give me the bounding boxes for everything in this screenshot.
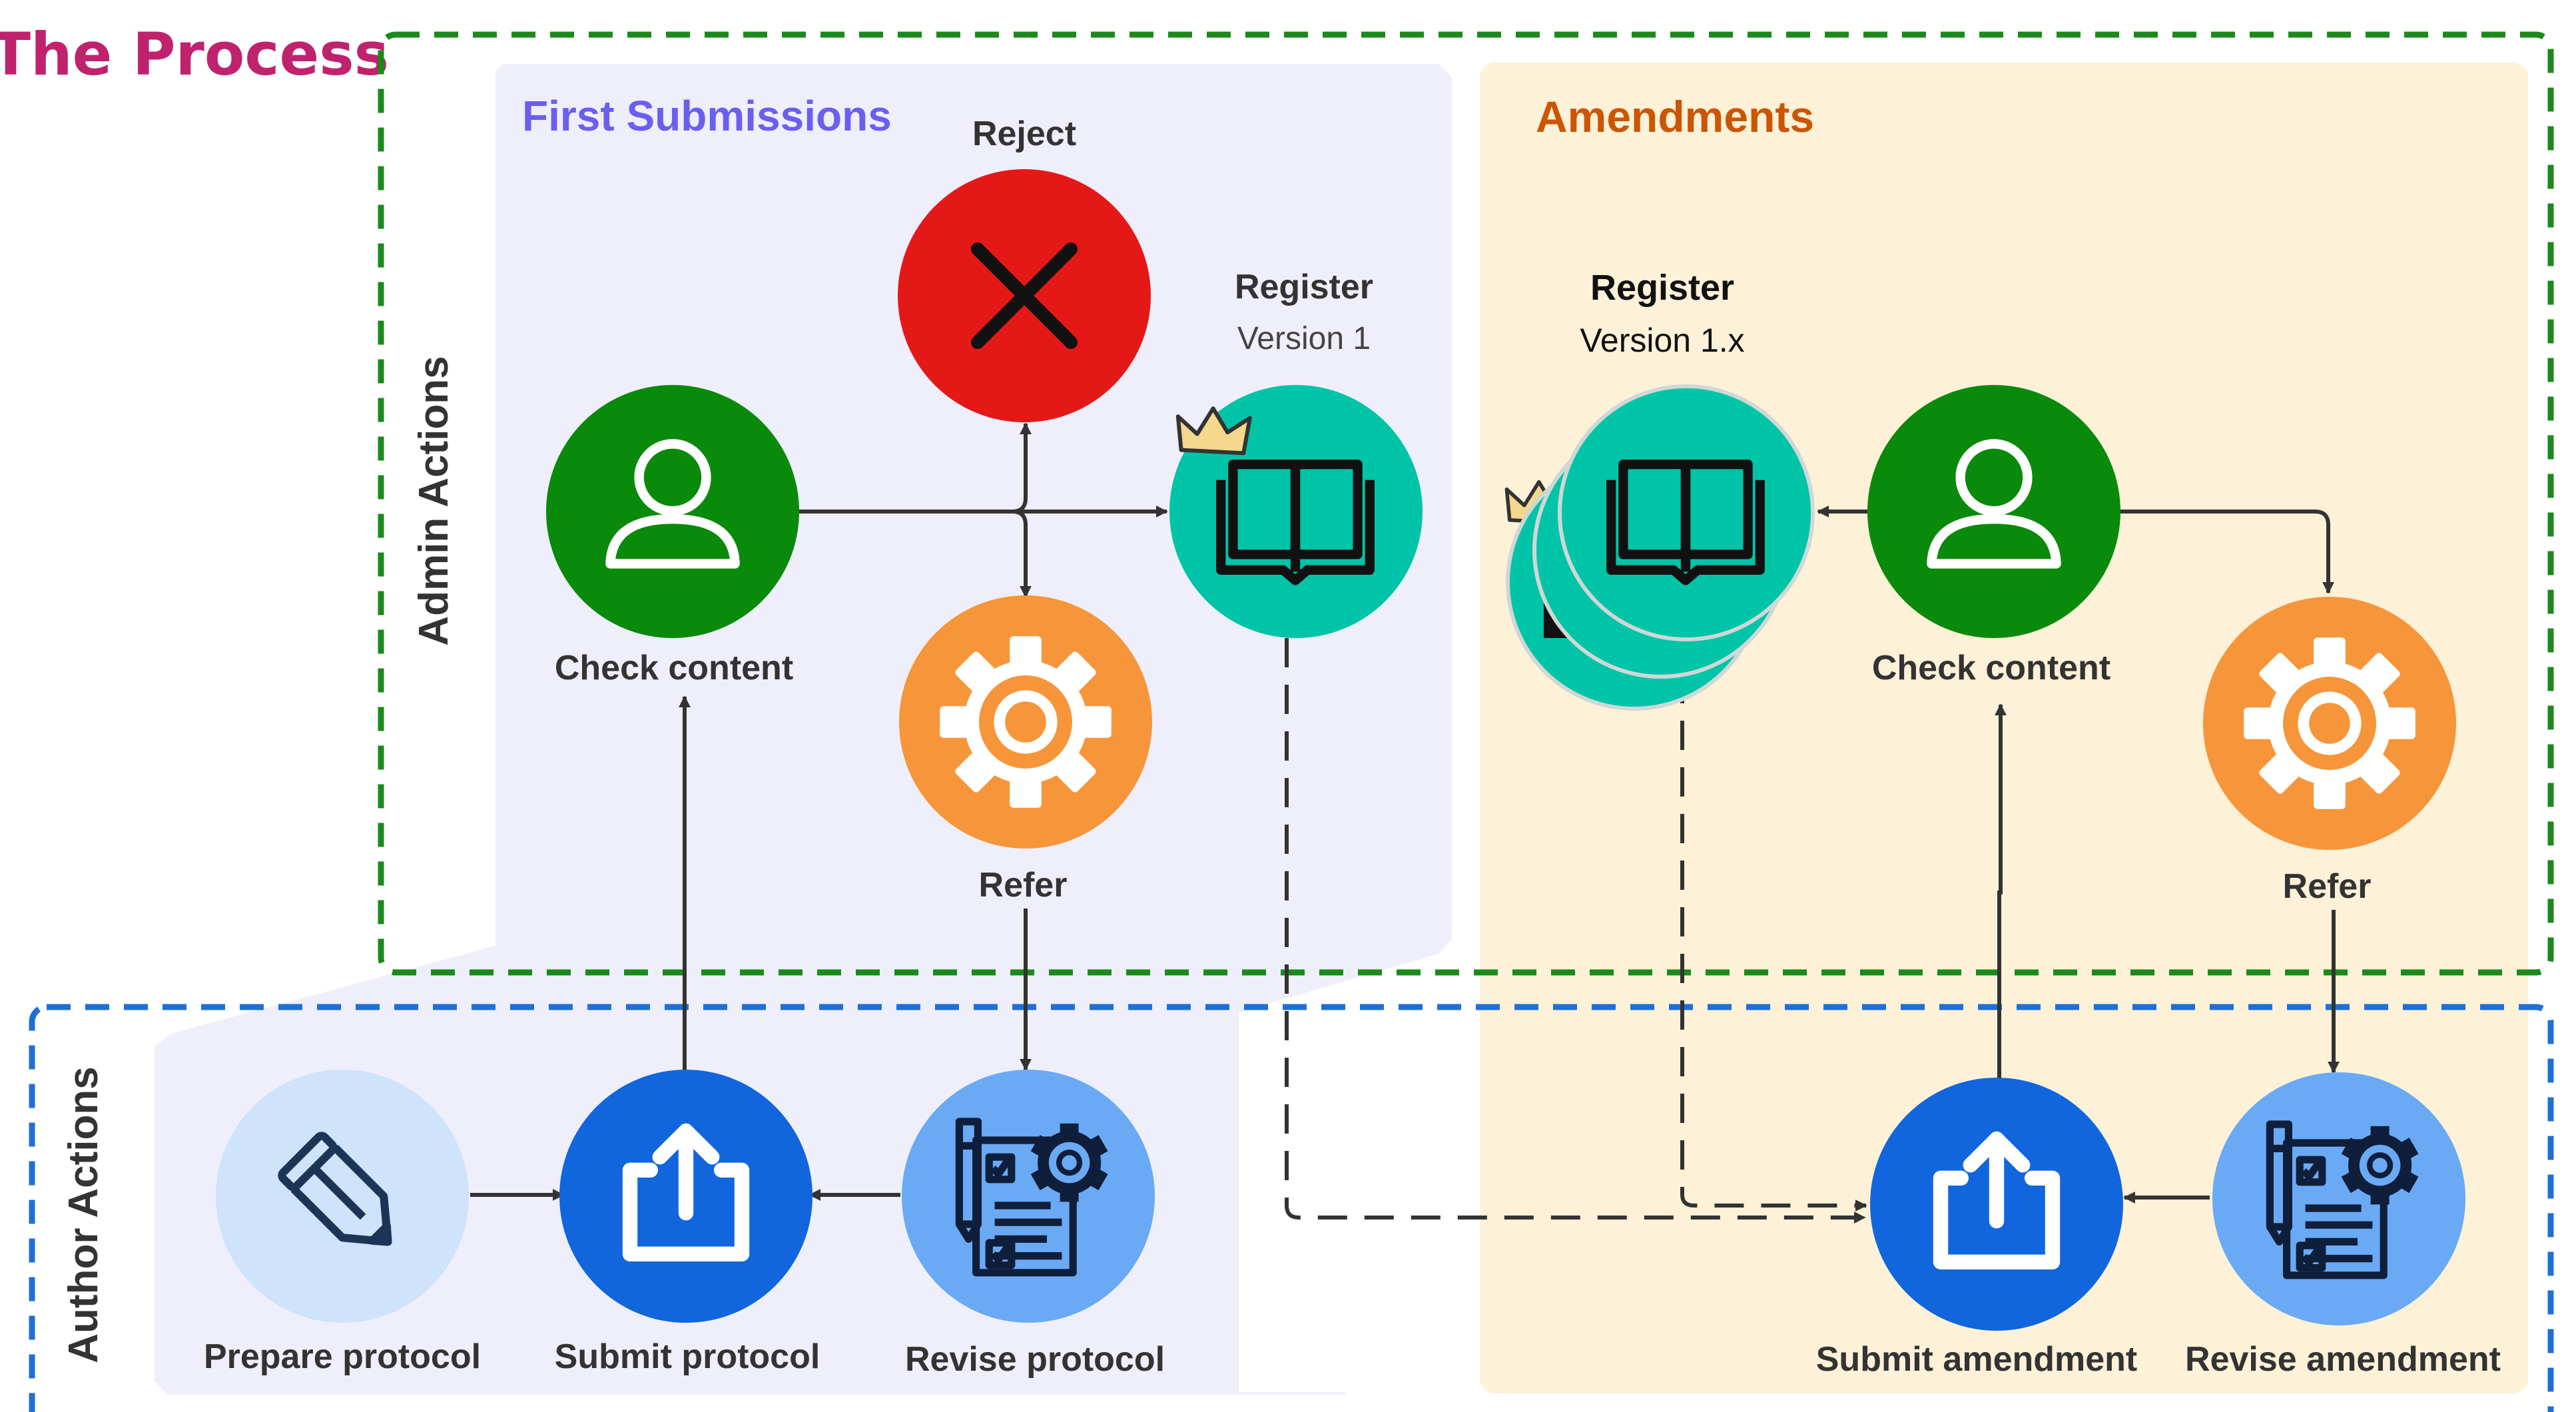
refer-node-1[interactable] [899,595,1152,849]
register-node-1[interactable] [1169,385,1423,638]
check-content-node-1[interactable] [546,385,799,638]
submit-amendment-label: Submit amendment [1816,1340,2138,1379]
admin-actions-label: Admin Actions [411,356,457,645]
revise-protocol-node[interactable] [902,1070,1155,1323]
revise-amendment-node[interactable] [2212,1072,2465,1325]
gear-icon [940,636,1112,808]
check-content-node-2[interactable] [1867,385,2120,638]
revise-protocol-label: Revise protocol [905,1340,1165,1379]
prepare-protocol-node[interactable] [216,1070,469,1323]
register-label-1: Register [1235,268,1373,306]
amendments-heading: Amendments [1536,92,1814,141]
author-actions-label: Author Actions [61,1066,107,1363]
refer-label-2: Refer [2283,867,2372,906]
arrow-register-2-to-submit-amendment [1680,674,1867,1212]
x-icon [971,242,1078,349]
submit-protocol-node[interactable] [559,1070,812,1323]
author-actions-lane [29,1004,2554,1412]
revise-amendment-label: Revise amendment [2185,1340,2501,1379]
connectors [470,422,2340,1224]
page-title: The Process [0,20,389,89]
refer-label-1: Refer [979,866,1068,904]
register-version-1: Version 1 [1237,321,1371,356]
reject-label: Reject [972,115,1076,153]
register-node-2[interactable] [1506,384,1815,711]
register-label-2: Register [1590,268,1734,308]
reject-node[interactable] [898,169,1151,422]
arrow-submit-to-check-2 [1995,703,2007,1079]
refer-node-2[interactable] [2203,597,2456,850]
check-content-label-1: Check content [555,649,793,687]
arrow-to-refer-1 [1012,510,1032,598]
submit-amendment-node[interactable] [1870,1078,2123,1331]
arrow-register-1-to-submit-amendment [1285,638,1866,1224]
amendments-panel [1480,63,2528,1393]
submit-protocol-label: Submit protocol [555,1337,820,1376]
first-submissions-heading: First Submissions [522,92,892,140]
arrow-check-to-refer-2 [2118,510,2334,594]
prepare-protocol-label: Prepare protocol [204,1337,481,1376]
register-version-2: Version 1.x [1580,322,1744,359]
gear-icon [2244,637,2415,809]
check-content-label-2: Check content [1872,649,2110,687]
first-submissions-panel [155,64,1452,1395]
